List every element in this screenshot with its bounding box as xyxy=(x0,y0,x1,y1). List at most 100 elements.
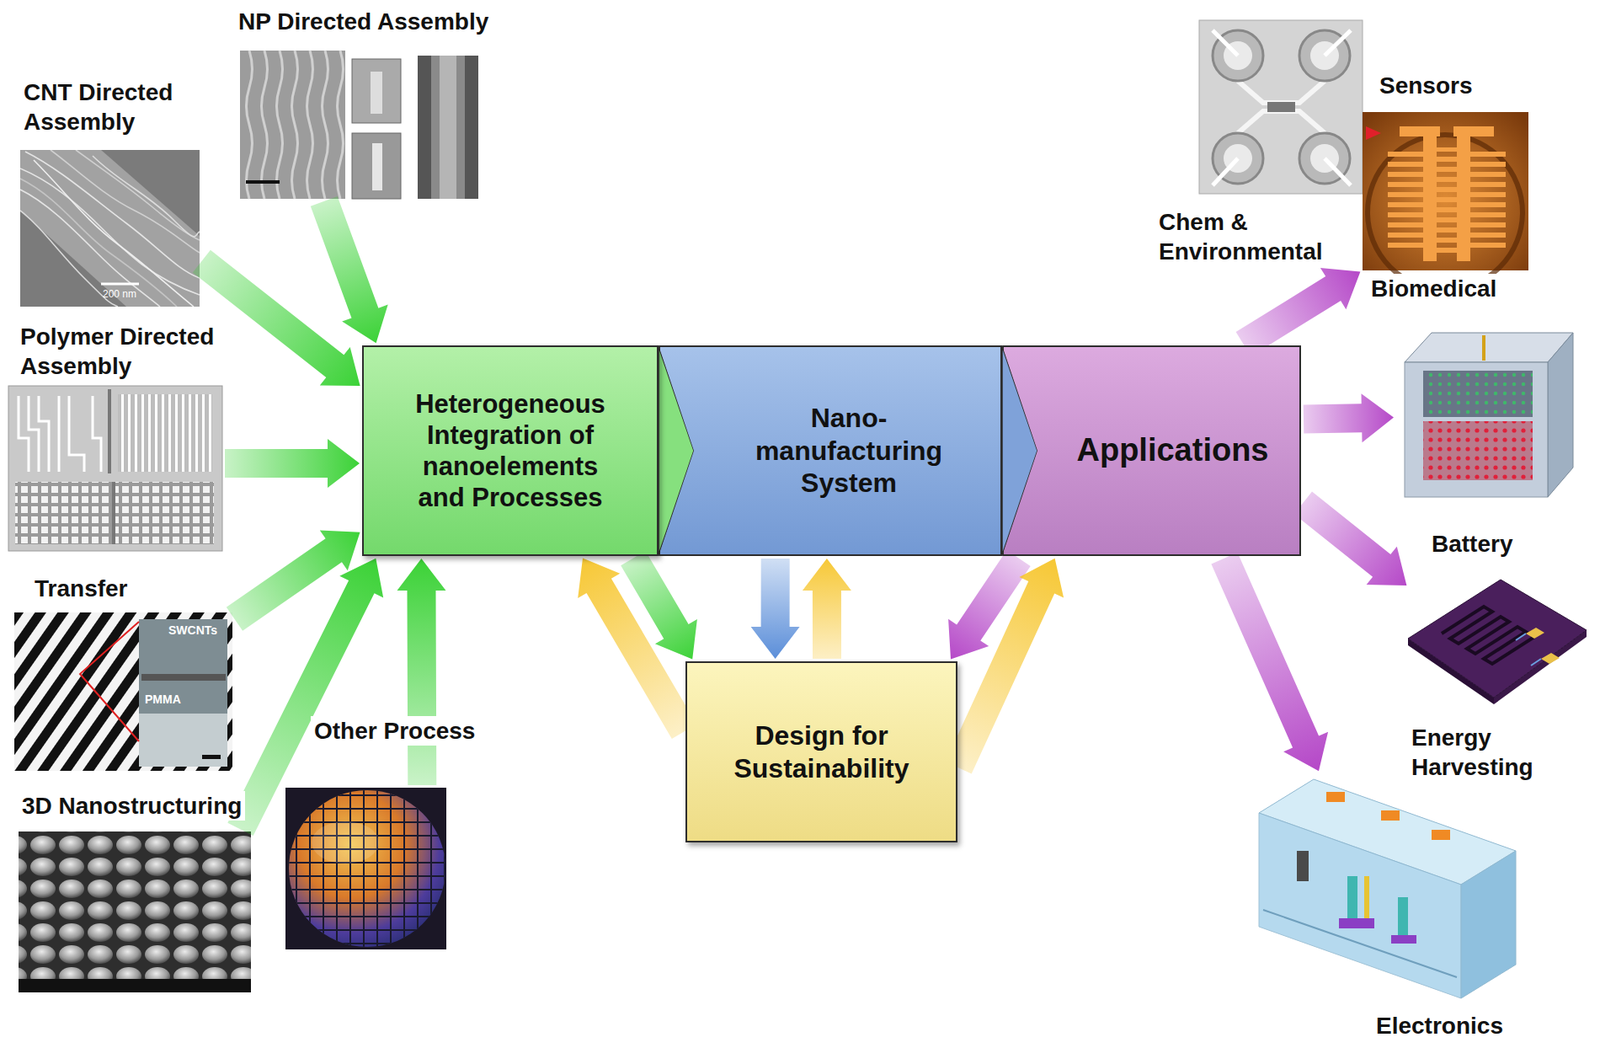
biomedical-sensor-image: Biomedical xyxy=(1362,112,1529,271)
other-process-image: Other Process xyxy=(285,787,447,950)
flow-arrow xyxy=(1294,491,1408,587)
electronics-image-part xyxy=(1431,829,1451,840)
image-caption: Electronics xyxy=(1372,1010,1507,1040)
electronics-image: Electronics xyxy=(1253,773,1520,1003)
nanostructure-image-part xyxy=(18,978,251,992)
biomedical-sensor-image-part xyxy=(1456,134,1471,262)
np-sem-images-part xyxy=(417,55,479,199)
electronics-image-part xyxy=(1258,812,1462,998)
nanostructure-image xyxy=(18,831,251,992)
chem-sensor-image-part xyxy=(1199,20,1363,194)
group-heading: Sensors xyxy=(1379,72,1473,100)
biomedical-sensor-image-part xyxy=(1365,126,1382,140)
process-box: Design for Sustainability xyxy=(685,661,958,843)
polymer-pattern-image-part xyxy=(112,481,116,544)
chem-sensor-image-part xyxy=(1212,30,1351,186)
biomedical-sensor-image xyxy=(1362,112,1529,290)
battery-image-part xyxy=(1404,332,1574,363)
battery-image-part xyxy=(1423,421,1533,480)
transfer-image-part xyxy=(14,612,233,771)
transfer-image-part xyxy=(202,754,221,759)
polymer-pattern-image-part xyxy=(69,395,85,472)
wafer-photo-part xyxy=(285,787,448,950)
energy-chip-image-part xyxy=(1441,606,1535,664)
battery-image-part xyxy=(1404,362,1548,497)
polymer-pattern-image-part xyxy=(18,395,29,472)
cnt-sem-image-part xyxy=(20,149,200,307)
flow-arrow xyxy=(751,558,800,659)
electronics-image-part xyxy=(1461,850,1516,998)
battery-image: Battery xyxy=(1396,324,1577,511)
polymer-pattern-image-part xyxy=(38,395,49,472)
process-box: Nano- manufacturing System xyxy=(658,345,1003,556)
box-label: Heterogeneous Integration of nanoelement… xyxy=(403,388,619,514)
np-sem-images-part xyxy=(240,50,346,199)
cnt-sem-image-part xyxy=(92,155,200,237)
polymer-pattern-image xyxy=(8,385,223,551)
biomedical-sensor-image-part xyxy=(1436,147,1457,253)
box-label: Applications xyxy=(1076,431,1269,470)
box-label: Nano- manufacturing System xyxy=(739,401,959,499)
image-caption: Transfer xyxy=(31,573,132,603)
np-sem-images-part xyxy=(261,50,268,199)
polymer-assembly-image: Polymer Directed Assembly xyxy=(8,385,223,551)
wafer-photo-part xyxy=(285,787,448,950)
np-sem-images-part xyxy=(277,50,283,199)
cnt-sem-image-part xyxy=(20,149,200,307)
biomedical-sensor-image-part xyxy=(1367,134,1523,290)
process-box: Heterogeneous Integration of nanoelement… xyxy=(362,345,659,556)
image-caption: Energy Harvesting xyxy=(1408,722,1560,782)
biomedical-sensor-image-part xyxy=(1470,147,1506,253)
transfer-image-part xyxy=(138,713,228,767)
cnt-sem-image-part xyxy=(101,282,139,286)
np-sem-images-part xyxy=(292,50,299,199)
polymer-pattern-image-part xyxy=(107,389,112,474)
box-label: Design for Sustainability xyxy=(712,719,932,784)
polymer-pattern-image-part xyxy=(28,395,39,472)
np-sem-images-part xyxy=(307,50,314,199)
np-sem-images-part xyxy=(372,143,383,191)
layer-label: PMMA xyxy=(144,692,182,706)
battery-image-part xyxy=(1547,332,1574,497)
polymer-pattern-image-part xyxy=(15,481,214,544)
image-caption: Battery xyxy=(1428,528,1516,559)
battery-image-part xyxy=(1423,421,1533,480)
battery-image-part xyxy=(1423,370,1533,417)
np-sem-images-part xyxy=(370,71,383,114)
energy-chip-image xyxy=(1408,579,1587,704)
np-sem-images-part xyxy=(352,58,401,123)
flow-arrow xyxy=(397,558,447,785)
energy-chip-image-part xyxy=(1408,579,1587,698)
image-caption: Chem & Environmental xyxy=(1155,207,1345,267)
flow-arrow xyxy=(227,558,384,836)
np-sem-images-part xyxy=(322,50,329,199)
polymer-pattern-image-part xyxy=(8,385,223,551)
battery-image-part xyxy=(1482,335,1486,361)
cnt-sem-image-part xyxy=(20,149,200,307)
np-assembly-image: NP Directed Assembly xyxy=(240,50,478,199)
image-caption: Biomedical xyxy=(1367,273,1500,304)
layer-label: SWCNTs xyxy=(168,623,218,637)
transfer-image xyxy=(14,612,233,771)
flow-arrow xyxy=(802,558,852,659)
biomedical-sensor-image-part xyxy=(1387,147,1424,253)
polymer-pattern-image-part xyxy=(18,395,102,472)
chem-sensor-image xyxy=(1199,20,1363,194)
np-sem-images-part xyxy=(246,50,253,199)
image-caption: NP Directed Assembly xyxy=(234,6,492,37)
process-box: Applications xyxy=(1002,345,1302,556)
flow-arrow xyxy=(224,438,360,488)
np-sem-images-part xyxy=(245,180,280,184)
wafer-photo xyxy=(285,787,448,950)
cnt-sem-image-part xyxy=(75,149,200,240)
energy-chip-image-part xyxy=(1515,633,1542,666)
np-sem-images-part xyxy=(439,55,457,199)
cnt-assembly-image: CNT Directed Assembly xyxy=(20,149,200,307)
image-caption: Other Process xyxy=(310,715,479,746)
biomedical-sensor-image-part xyxy=(1423,134,1437,262)
electronics-image-part xyxy=(1338,917,1375,928)
electronics-image-part xyxy=(1263,909,1457,977)
battery-image-part xyxy=(1423,370,1533,417)
cnt-sem-image-part xyxy=(20,168,200,295)
electronics-image-part xyxy=(1326,791,1345,802)
